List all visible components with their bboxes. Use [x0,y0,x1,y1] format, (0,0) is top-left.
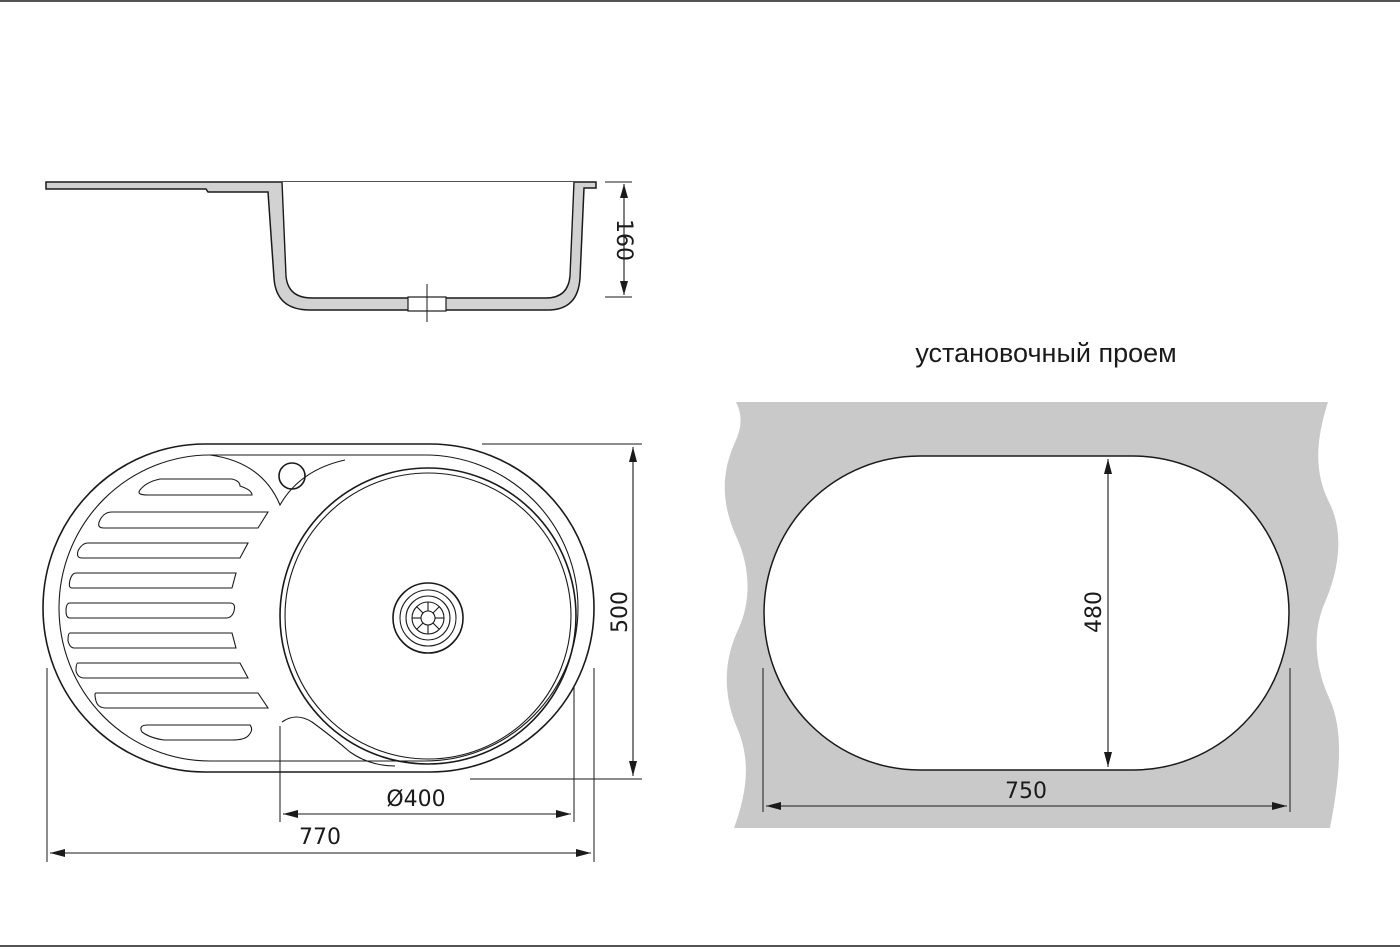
rib-9 [140,724,253,741]
bowl-inner-circle [284,472,572,760]
top-view: 500 Ø400 770 [42,443,642,862]
width-arrow-left [50,849,65,857]
depth-arrow-bottom [620,281,628,295]
drainboard-lower-lobe [281,716,396,767]
rib-7 [75,662,249,679]
height-arrow-bottom [629,761,637,776]
bowl-arrow-right [556,810,571,818]
rib-6 [67,632,237,649]
rib-1 [138,478,253,496]
rib-8 [94,692,270,709]
cutout-view: установочный проем 480 750 [724,338,1340,828]
height-arrow-top [629,447,637,462]
tap-hole [278,462,306,490]
bowl-outer-circle [279,467,577,765]
cutout-opening [763,455,1290,771]
cutout-height-label: 480 [1082,591,1107,633]
cutout-width-arrow-left [766,802,781,810]
cutout-height-arrow-bottom [1104,752,1112,767]
sink-outer-contour [42,443,595,773]
rib-2 [98,511,269,529]
depth-label: 160 [611,219,636,261]
bowl-diameter-label: Ø400 [386,787,445,812]
bowl-arrow-left [283,810,298,818]
rib-3 [76,542,249,559]
sink-bowl-inner [281,181,575,299]
width-label: 770 [299,825,341,850]
rib-4 [68,572,237,589]
height-label: 500 [608,591,633,633]
width-arrow-right [576,849,591,857]
side-view: 160 [45,181,636,322]
sink-rim-contour [58,454,579,762]
cutout-width-arrow-right [1272,802,1287,810]
drainboard-upper-lobe [209,454,346,507]
cutout-height-arrow-top [1104,459,1112,474]
rib-5 [65,602,236,619]
drain-strainer [392,582,464,654]
cutout-title: установочный проем [915,338,1176,368]
cutout-width-label: 750 [1005,779,1047,804]
drainboard-ribs [65,478,270,741]
depth-arrow-top [620,184,628,198]
